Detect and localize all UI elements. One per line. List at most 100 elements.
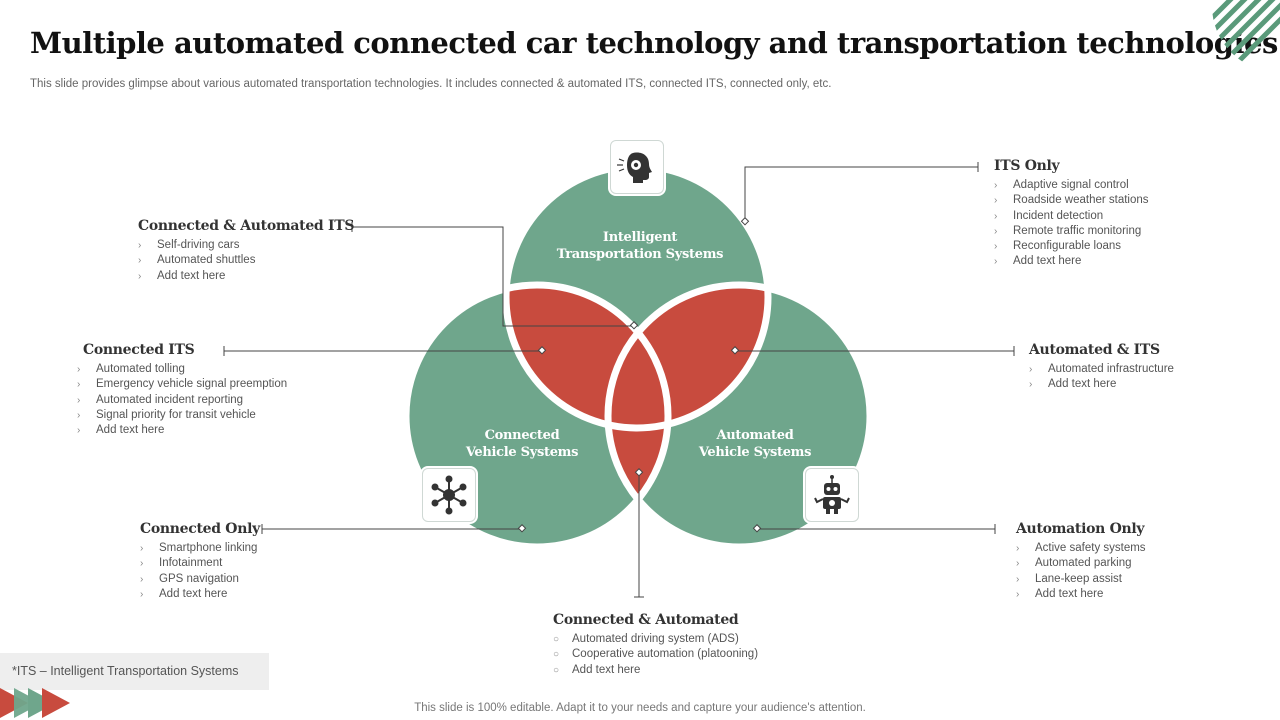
chevron-bullet-icon: › (1016, 558, 1020, 570)
list-item: › Signal priority for transit vehicle (77, 408, 287, 423)
venn-outline-connected (402, 281, 672, 551)
bullet-list: ›Automated infrastructure › Add text here (1029, 362, 1174, 393)
decorative-triangles (0, 688, 70, 718)
list-item-text: Add text here (96, 424, 165, 437)
list-item: › Automated shuttles (138, 253, 354, 268)
page-title: Multiple automated connected car technol… (30, 26, 1278, 60)
footer-text: This slide is 100% editable. Adapt it to… (414, 702, 866, 714)
block-automated-its: Automated & ITS ›Automated infrastructur… (1029, 342, 1174, 393)
block-its-only: ITS Only ›Adaptive signal control›Roadsi… (994, 158, 1149, 270)
list-item-text: Automated infrastructure (1048, 363, 1174, 375)
chevron-bullet-icon: › (994, 180, 998, 191)
list-item: ›Automated infrastructure (1029, 362, 1174, 377)
block-connected-only: Connected Only ›Smartphone linking›Infot… (140, 521, 260, 602)
list-item-text: Lane-keep assist (1035, 572, 1122, 585)
chevron-bullet-icon: › (77, 425, 81, 437)
decorative-striped-circle (1212, 0, 1280, 72)
list-item-text: Infotainment (159, 557, 223, 570)
list-item-text: Add text here (572, 663, 641, 676)
page-subtitle: This slide provides glimpse about variou… (30, 78, 832, 90)
list-item: ›Remote traffic monitoring (994, 224, 1149, 239)
list-item-text: Signal priority for transit vehicle (96, 408, 256, 421)
block-title: Connected & Automated ITS (138, 218, 355, 234)
list-item: › Automated parking (1016, 556, 1146, 571)
list-item-text: Roadside weather stations (1013, 194, 1149, 207)
list-item-text: Smartphone linking (159, 542, 258, 554)
network-hub-icon (431, 475, 467, 515)
block-connected-automated: Connected & Automated ○ Automated driving… (553, 612, 758, 678)
list-item-text: Add text here (1048, 378, 1117, 391)
bullet-list: ○ Automated driving system (ADS) ○Cooperat… (553, 632, 758, 678)
list-item: › Smartphone linking (140, 541, 260, 556)
bullet-list: › Active safety systems › Automated parking… (1016, 541, 1146, 602)
list-item-text: Automated tolling (96, 363, 185, 375)
block-title: ITS Only (994, 158, 1060, 174)
bullet-list: ›Adaptive signal control›Roadside weathe… (994, 178, 1149, 270)
list-item-text: Add text here (157, 269, 226, 282)
list-item: › Emergency vehicle signal preemption (77, 377, 287, 392)
list-item-text: Cooperative automation (platooning) (572, 648, 759, 661)
list-item: › Active safety systems (1016, 541, 1146, 556)
chevron-bullet-icon: › (77, 379, 81, 391)
icon-box-its (610, 140, 664, 194)
chevron-bullet-icon: › (77, 364, 81, 375)
chevron-bullet-icon: › (994, 256, 998, 268)
connector-connected-automated-its (352, 226, 634, 327)
list-item: › Adaptive signal control (994, 178, 1149, 193)
list-item: ›Self-driving cars (138, 238, 354, 253)
chevron-bullet-icon: › (138, 240, 142, 251)
bullet-list: › Smartphone linking › Infotainment › GPS nav… (140, 541, 260, 602)
list-item-text: Automated parking (1035, 557, 1132, 570)
list-item-text: Add text here (159, 587, 228, 600)
list-item-text: Automated incident reporting (96, 393, 244, 406)
list-item: › Infotainment (140, 556, 260, 571)
block-title: Connected & Automated (553, 612, 739, 628)
list-item: › Lane-keep assist (1016, 572, 1146, 587)
chevron-bullet-icon: › (140, 543, 144, 554)
connector-its-only (744, 166, 978, 222)
chevron-bullet-icon: › (1016, 543, 1020, 554)
list-item-text: Adaptive signal control (1013, 179, 1129, 191)
chevron-bullet-icon: › (1029, 379, 1033, 391)
chevron-bullet-icon: › (77, 409, 81, 421)
block-connected-automated-its: Connected & Automated ITS ›Self-driving … (138, 218, 354, 284)
list-item: › Add text here (994, 254, 1149, 269)
circle-bullet-icon: ○ (553, 634, 560, 645)
icon-box-automated (805, 468, 859, 522)
chevron-bullet-icon: › (994, 225, 998, 237)
list-item: ›Add text here (1016, 587, 1146, 602)
list-item: › Add text here (140, 587, 260, 602)
list-item: ○ Automated driving system (ADS) (553, 632, 758, 647)
list-item: ›Roadside weather stations (994, 193, 1149, 208)
venn-outline-automated (604, 281, 874, 551)
bullet-list: › Automated tolling › Emergency vehicle sig… (77, 362, 287, 438)
chevron-bullet-icon: › (994, 241, 998, 253)
chevron-bullet-icon: › (138, 255, 142, 267)
bullet-list: ›Self-driving cars›Automated shuttles›Ad… (138, 238, 354, 284)
icon-box-connected (422, 468, 476, 522)
circle-label-connected: Connected Vehicle Systems (465, 428, 579, 460)
block-title: Connected ITS (83, 342, 195, 358)
list-item-text: GPS navigation (159, 572, 239, 585)
list-item: › Add text here (1029, 377, 1174, 392)
chevron-bullet-icon: › (140, 573, 144, 585)
list-item-text: Incident detection (1013, 209, 1104, 222)
chevron-bullet-icon: › (138, 270, 142, 282)
chevron-bullet-icon: › (1016, 573, 1020, 585)
robot-icon (814, 475, 850, 514)
list-item-text: Automated driving system (ADS) (572, 633, 739, 645)
list-item-text: Add text here (1013, 255, 1082, 268)
list-item-text: Active safety systems (1035, 542, 1146, 554)
block-connected-its: Connected ITS › Automated tolling › Emergen… (77, 342, 287, 438)
chevron-bullet-icon: › (140, 558, 144, 570)
list-item-text: Automated shuttles (157, 254, 256, 267)
list-item: ○Cooperative automation (platooning) (553, 647, 758, 662)
list-item-text: Emergency vehicle signal preemption (96, 378, 288, 391)
list-item: › Add text here (138, 269, 354, 284)
list-item-text: Add text here (1035, 587, 1104, 600)
head-with-gears-icon (617, 152, 652, 183)
list-item: › Add text here (77, 423, 287, 438)
footnote-text: *ITS – Intelligent Transportation System… (12, 664, 239, 678)
chevron-bullet-icon: › (140, 588, 144, 600)
